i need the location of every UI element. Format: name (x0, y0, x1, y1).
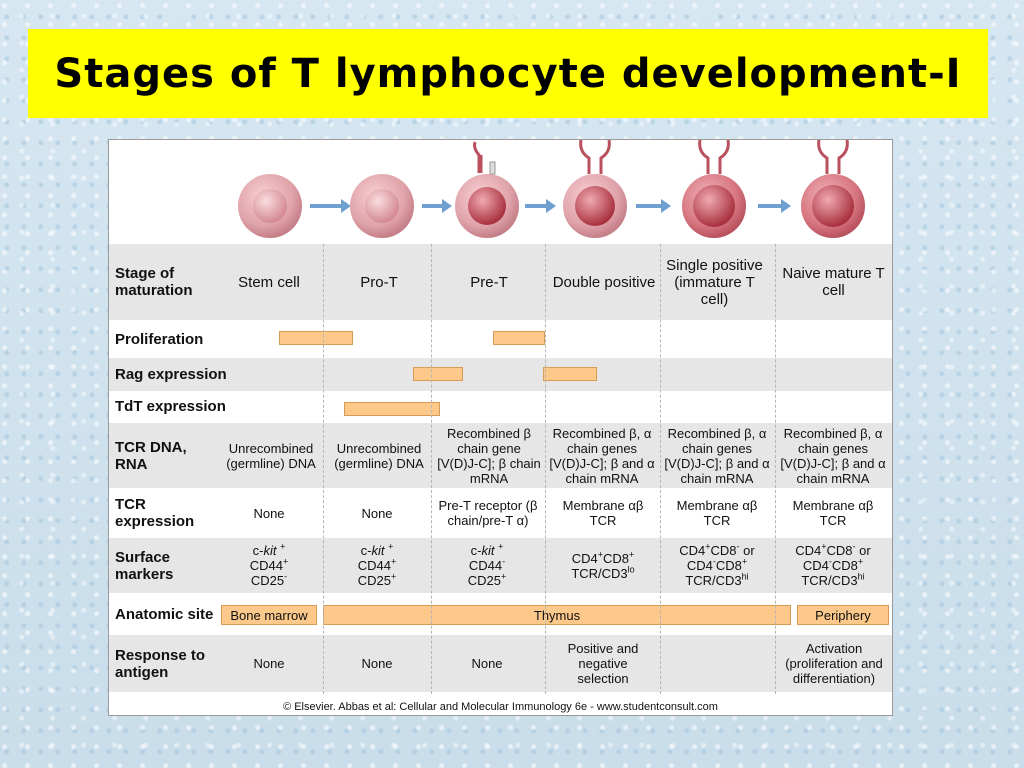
row-anatomic-site: Anatomic site Bone marrow Thymus Periphe… (109, 594, 892, 634)
receptor-icon (698, 140, 730, 174)
row-response: Response to antigen None None None Posit… (109, 635, 892, 692)
row-label: TdT expression (115, 397, 226, 415)
arrow-right-icon (525, 199, 556, 213)
tcr-dna-cell: Recombined β chain gene [V(D)J-C]; β cha… (437, 425, 541, 486)
tcr-dna-cell: Recombined β, α chain genes [V(D)J-C]; β… (664, 425, 770, 486)
response-cell: None (253, 656, 285, 671)
tcr-dna-cell: Recombined β, α chain genes [V(D)J-C]; β… (780, 425, 886, 486)
surface-cell: c-kit + CD44- CD25+ (467, 541, 507, 588)
stage-cell: Single positive (immature T cell) (666, 256, 763, 308)
column-divider (660, 244, 661, 694)
site-bar-periphery: Periphery (797, 605, 889, 625)
tcr-dna-cell: Unrecombined (germline) DNA (334, 440, 424, 471)
tcr-expr-cell: Membrane αβ TCR (562, 498, 644, 528)
rag-bar (543, 367, 597, 381)
cell-icon (563, 174, 627, 238)
arrow-right-icon (758, 199, 791, 213)
column-divider (431, 244, 432, 694)
receptor-icon (817, 140, 849, 174)
row-tdt: TdT expression (109, 392, 892, 422)
column-divider (323, 244, 324, 694)
cell-stage-illustrations (109, 140, 894, 245)
stage-cell: Double positive (552, 273, 656, 291)
row-label: Response to antigen (115, 646, 206, 681)
title-banner: Stages of T lymphocyte development-I (28, 29, 988, 118)
arrow-right-icon (636, 199, 671, 213)
proliferation-bar (279, 331, 353, 345)
response-cell: None (471, 656, 503, 671)
surface-cell: CD4+CD8- or CD4-CD8+ TCR/CD3hi (795, 541, 871, 588)
response-cell: Positive and negative selection (567, 641, 639, 686)
proliferation-bar (493, 331, 545, 345)
tcr-expr-cell: Membrane αβ TCR (676, 498, 758, 528)
tcr-expr-cell: None (253, 505, 285, 521)
receptor-icon (579, 140, 611, 174)
stage-cell: Pro-T (360, 273, 398, 291)
stage-cell: Stem cell (238, 273, 300, 291)
tcr-expr-cell: Membrane αβ TCR (792, 498, 874, 528)
row-label: Proliferation (115, 330, 204, 348)
row-label: TCR DNA, RNA (115, 438, 187, 473)
cell-icon (682, 174, 746, 238)
cell-illustration-svg (238, 140, 865, 238)
row-tcr-dna: TCR DNA, RNA Unrecombined (germline) DNA… (109, 423, 892, 488)
row-rag: Rag expression (109, 358, 892, 391)
surface-cell: c-kit + CD44+ CD25- (249, 541, 289, 588)
row-label: Surface markers (115, 548, 174, 583)
row-label: TCR expression (115, 496, 195, 530)
tcr-expr-cell: Pre-T receptor (β chain/pre-T α) (438, 498, 538, 528)
response-cell (661, 635, 773, 692)
tcr-dna-cell: Recombined β, α chain genes [V(D)J-C]; β… (549, 425, 655, 486)
site-bar-bone-marrow: Bone marrow (221, 605, 317, 625)
surface-cell: CD4+CD8+ TCR/CD3lo (571, 549, 635, 581)
response-cell: None (361, 656, 393, 671)
column-divider (775, 244, 776, 694)
figure-panel: Stage of maturation Stem cell Pro-T Pre-… (108, 139, 893, 716)
tcr-expr-cell: None (361, 505, 393, 521)
surface-cell: c-kit + CD44+ CD25+ (357, 541, 397, 588)
stage-cell: Pre-T (470, 273, 508, 291)
maturation-table: Stage of maturation Stem cell Pro-T Pre-… (109, 244, 892, 694)
row-stage: Stage of maturation Stem cell Pro-T Pre-… (109, 244, 892, 320)
tcr-dna-cell: Unrecombined (germline) DNA (226, 440, 316, 471)
cell-icon (350, 174, 414, 238)
row-surface-markers: Surface markers c-kit + CD44+ CD25- c-ki… (109, 538, 892, 593)
tdt-bar (344, 402, 440, 416)
slide-title: Stages of T lymphocyte development-I (54, 50, 962, 97)
rag-bar (413, 367, 463, 381)
column-divider (545, 244, 546, 694)
row-label: Anatomic site (115, 605, 214, 623)
row-label: Stage of maturation (115, 265, 193, 299)
copyright-notice: © Elsevier. Abbas et al: Cellular and Mo… (283, 701, 718, 713)
surface-cell: CD4+CD8- or CD4-CD8+ TCR/CD3hi (679, 541, 755, 588)
cell-icon (801, 174, 865, 238)
cell-icon (238, 174, 302, 238)
row-proliferation: Proliferation (109, 322, 892, 356)
row-tcr-expression: TCR expression None None Pre-T receptor … (109, 489, 892, 537)
arrow-right-icon (422, 199, 452, 213)
stage-cell: Naive mature T cell (782, 265, 885, 299)
arrow-right-icon (310, 199, 351, 213)
receptor-icon (473, 141, 496, 175)
row-label: Rag expression (115, 366, 227, 383)
cell-icon (455, 174, 519, 238)
site-bar-thymus: Thymus (323, 605, 791, 625)
response-cell: Activation (proliferation and differenti… (785, 641, 883, 686)
